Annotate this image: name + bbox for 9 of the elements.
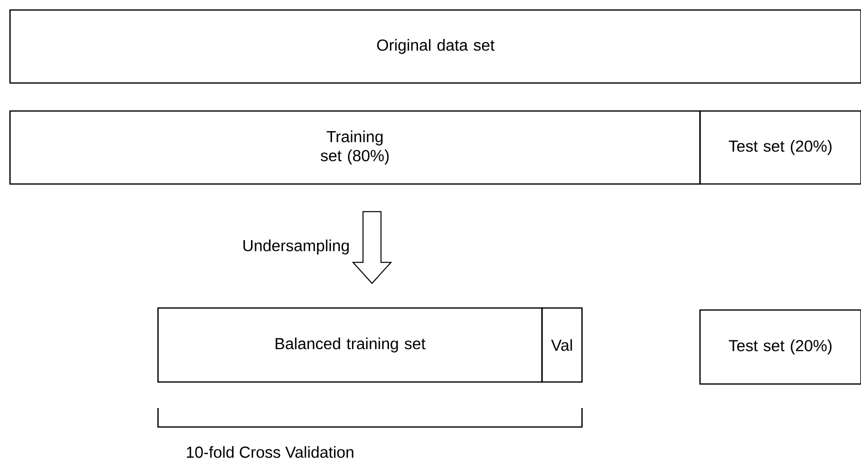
data-box: Training set (80%) [9, 110, 701, 185]
bracket-label: 10-fold Cross Validation [186, 446, 354, 458]
data-box: Test set (20%) [699, 309, 861, 385]
data-box: Balanced training set [157, 307, 543, 383]
data-box: Val [541, 307, 583, 383]
edge-label: Undersampling [243, 240, 349, 254]
data-box: Original data set [9, 9, 861, 84]
arrow [352, 211, 392, 284]
data-box: Test set (20%) [699, 110, 861, 185]
